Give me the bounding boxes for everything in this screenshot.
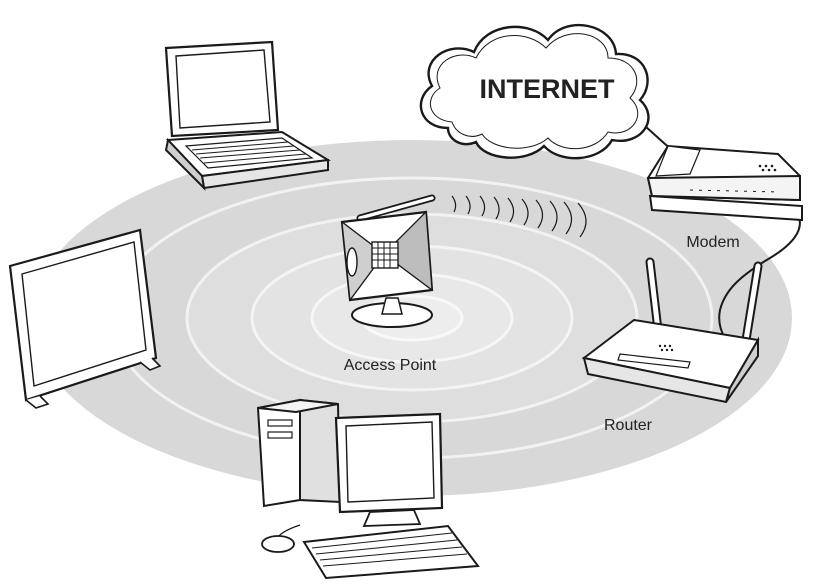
router-device xyxy=(581,257,763,404)
modem-device xyxy=(646,144,803,222)
internet-cloud: INTERNET xyxy=(419,23,650,160)
modem-label: Modem xyxy=(686,234,739,251)
access-point-label: Access Point xyxy=(344,357,437,374)
mouse-icon xyxy=(261,535,295,553)
desktop-computer-device xyxy=(256,398,480,580)
router-label: Router xyxy=(604,417,653,434)
laptop-device xyxy=(164,40,331,191)
internet-label: INTERNET xyxy=(480,74,616,104)
access-point-device xyxy=(340,194,436,328)
wireless-signal-icon xyxy=(451,195,587,238)
display-monitor-device xyxy=(8,228,162,409)
